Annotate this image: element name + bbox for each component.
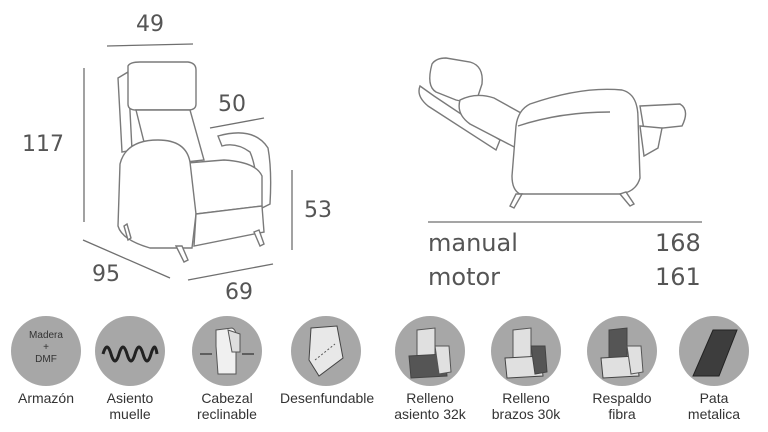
icon-text-line: + bbox=[43, 342, 49, 353]
dim-depth-bottom: 95 bbox=[92, 262, 120, 287]
headrest-icon bbox=[192, 316, 262, 386]
backrest-fiber-icon bbox=[587, 316, 657, 386]
arm-padding-icon bbox=[491, 316, 561, 386]
feature-relleno-asiento: Relleno asiento 32k bbox=[384, 316, 476, 422]
icon-text-line: Madera bbox=[29, 330, 63, 341]
feature-respaldo-fibra: Respaldo fibra bbox=[576, 316, 668, 422]
feature-relleno-brazos: Relleno brazos 30k bbox=[480, 316, 572, 422]
feature-label: Relleno brazos 30k bbox=[491, 390, 561, 422]
feature-label: Pata metalica bbox=[687, 390, 741, 422]
dim-seat-height: 53 bbox=[304, 198, 332, 223]
dim-width-bottom: 69 bbox=[225, 280, 253, 305]
dim-width-top: 49 bbox=[136, 12, 164, 37]
wood-frame-icon: Madera + DMF bbox=[11, 316, 81, 386]
side-row-value-motor: 161 bbox=[655, 263, 701, 291]
removable-cover-icon bbox=[291, 316, 361, 386]
feature-label: Desenfundable bbox=[280, 390, 375, 406]
side-row-label-motor: motor bbox=[428, 263, 501, 291]
metal-leg-icon bbox=[679, 316, 749, 386]
feature-asiento-muelle: Asiento muelle bbox=[84, 316, 176, 422]
feature-cabezal: Cabezal reclinable bbox=[181, 316, 273, 422]
feature-label: Asiento muelle bbox=[106, 390, 154, 422]
side-row-value-manual: 168 bbox=[655, 229, 701, 257]
feature-label: Relleno asiento 32k bbox=[394, 390, 466, 422]
dim-depth-top: 50 bbox=[218, 92, 246, 117]
feature-label: Respaldo fibra bbox=[592, 390, 652, 422]
feature-pata-metalica: Pata metalica bbox=[668, 316, 760, 422]
spring-icon bbox=[95, 316, 165, 386]
seat-padding-icon bbox=[395, 316, 465, 386]
feature-label: Cabezal reclinable bbox=[197, 390, 257, 422]
feature-armazon: Madera + DMF Armazón bbox=[0, 316, 92, 406]
feature-label: Armazón bbox=[17, 390, 75, 406]
dim-height: 117 bbox=[22, 132, 64, 157]
feature-desenfundable: Desenfundable bbox=[280, 316, 375, 406]
side-row-label-manual: manual bbox=[428, 229, 518, 257]
icon-text-line: DMF bbox=[35, 354, 57, 365]
